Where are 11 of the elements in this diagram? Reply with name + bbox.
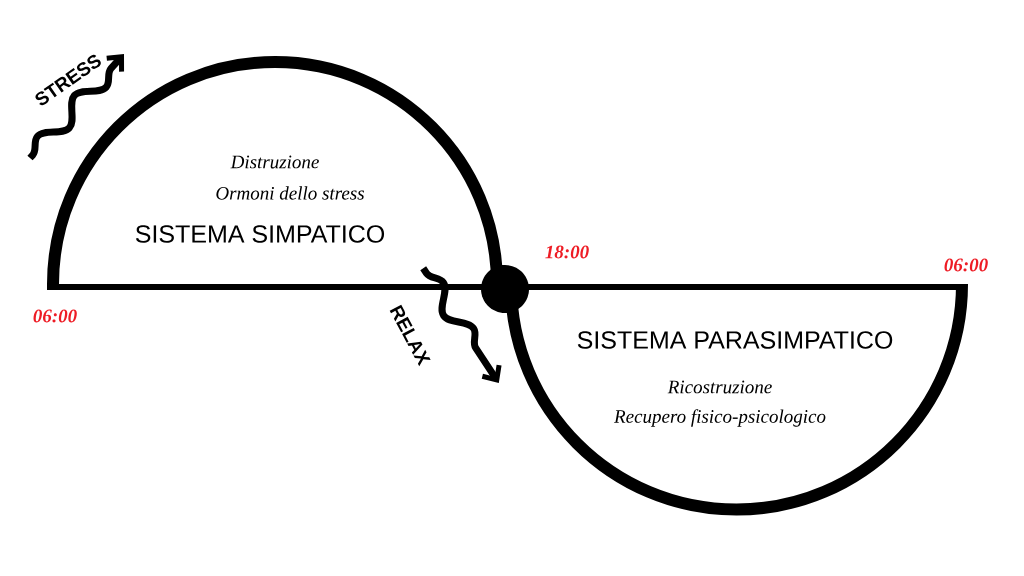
semicircle bbox=[505, 283, 968, 516]
system-title: SISTEMA SIMPATICO bbox=[135, 225, 385, 243]
description-text: Ormoni dello stress bbox=[216, 186, 365, 200]
time-label: 06:00 bbox=[33, 309, 77, 323]
system-title: SISTEMA PARASIMPATICO bbox=[577, 331, 893, 349]
description-text: Recupero fisico-psicologico bbox=[613, 409, 826, 427]
description-text: Distruzione bbox=[230, 155, 319, 169]
junction-dot bbox=[481, 265, 529, 313]
time-label: 06:00 bbox=[944, 258, 988, 272]
description-text: Ricostruzione bbox=[667, 380, 772, 394]
time-label: 18:00 bbox=[545, 245, 589, 259]
